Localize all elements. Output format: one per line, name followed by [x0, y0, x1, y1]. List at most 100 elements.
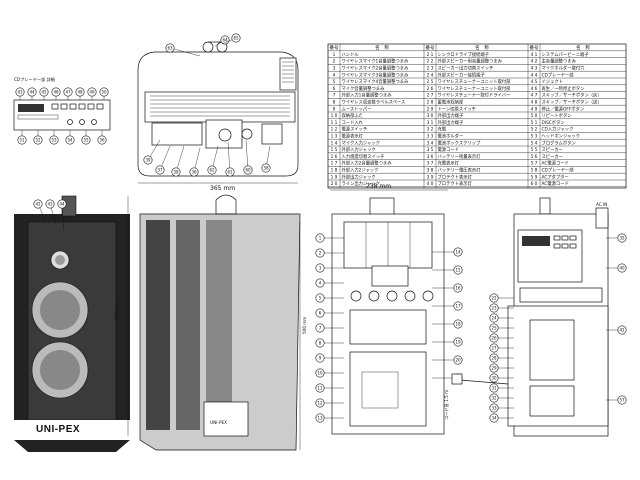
part-number: 1 7	[331, 161, 338, 167]
part-name: シンクロドライブ接続端子	[438, 51, 490, 58]
cd-detail-caption: CDプレーヤー部 詳細	[14, 76, 55, 83]
top-callout-58: 58	[261, 145, 271, 173]
top-callout-63: 63	[165, 43, 201, 57]
table-header-cell: 名 称	[475, 44, 489, 51]
part-number: 2 9	[427, 106, 434, 112]
part-number: 8	[333, 100, 336, 106]
svg-text:51: 51	[19, 138, 25, 143]
top-callout-39: 39	[143, 139, 161, 165]
part-number: 2 5	[427, 79, 434, 85]
brand-plate	[14, 420, 130, 440]
opened-handle	[539, 197, 551, 215]
part-number: 1 2	[331, 127, 338, 133]
part-name: ライン出力ジャック	[342, 180, 380, 187]
cd-callout-48: 48	[75, 87, 85, 100]
svg-text:33: 33	[491, 406, 497, 411]
open-callout-40: 40	[606, 263, 627, 273]
back-callout-14: 14	[432, 247, 463, 257]
dim-width: 365 mm	[210, 185, 235, 192]
part-number: 1 4	[331, 140, 338, 146]
svg-text:18: 18	[455, 322, 461, 327]
svg-text:63: 63	[167, 46, 173, 51]
part-name: AC電源コード	[542, 180, 569, 187]
svg-text:56: 56	[99, 138, 105, 143]
table-header-cell: 番号	[425, 44, 435, 51]
svg-text:49: 49	[89, 90, 95, 95]
back-control-panel	[349, 309, 427, 345]
part-name: 電池ボックスクリップ	[438, 139, 482, 146]
back-callout-12: 12	[315, 398, 344, 408]
back-callout-18: 18	[432, 319, 463, 329]
side-brand: UNI-PEX	[210, 420, 227, 425]
part-number: 3 1	[427, 120, 434, 126]
dim-depth: 238 mm	[366, 183, 391, 190]
back-callout-10: 10	[315, 368, 344, 378]
open-callout-25: 25	[489, 323, 514, 333]
open-callout-22: 22	[489, 293, 514, 303]
part-name: イジェクト	[542, 79, 563, 85]
back-callout-8: 8	[315, 338, 344, 348]
top-view-jack	[241, 128, 253, 140]
part-number: 4	[333, 72, 336, 78]
part-name: 収納部ふた	[342, 112, 363, 119]
svg-text:3: 3	[319, 266, 322, 271]
part-name: 外部出力端子	[438, 112, 464, 119]
svg-text:10: 10	[317, 371, 323, 376]
open-callout-23: 23	[489, 303, 514, 313]
top-view-outline	[137, 51, 299, 177]
part-name: バッテリー残量表示灯	[438, 153, 482, 160]
svg-text:8: 8	[319, 341, 322, 346]
svg-text:9: 9	[319, 356, 322, 361]
part-name: プロテクト表示灯	[438, 173, 473, 180]
part-name: 外部入力1音量調整つまみ	[342, 92, 393, 99]
part-number: 1 0	[331, 113, 338, 119]
open-callout-33: 33	[489, 403, 514, 413]
svg-text:42: 42	[35, 202, 41, 207]
top-view-ribs	[282, 61, 294, 83]
part-name: ヘッドホンジャック	[542, 134, 580, 140]
part-number: 6	[333, 86, 336, 92]
part-name: ワイヤレス周波数ラベルスペース	[342, 99, 406, 106]
part-name: 外部出力ジャック	[342, 173, 376, 180]
svg-text:48: 48	[77, 90, 83, 95]
front-callout-44: 44	[57, 199, 67, 231]
svg-text:24: 24	[491, 316, 497, 321]
svg-text:39: 39	[145, 158, 151, 163]
back-callout-7: 7	[315, 323, 344, 333]
part-number: 4 8	[531, 100, 538, 106]
cd-callout-56: 56	[97, 130, 107, 145]
svg-text:12: 12	[317, 401, 323, 406]
svg-text:27: 27	[491, 346, 497, 351]
part-number: 7	[333, 93, 336, 99]
table-header-cell: 名 称	[375, 44, 389, 51]
part-name: DISCボタン	[542, 119, 565, 126]
svg-text:60: 60	[245, 168, 251, 173]
svg-text:64: 64	[222, 38, 228, 43]
opened-cd-keys	[553, 235, 577, 249]
part-number: 4 4	[531, 72, 538, 78]
svg-text:61: 61	[227, 170, 233, 175]
svg-text:38: 38	[173, 170, 179, 175]
part-number: 4 1	[531, 52, 538, 58]
part-name: プログラムボタン	[542, 139, 576, 146]
part-name: ハンドル	[342, 53, 360, 58]
svg-text:20: 20	[455, 358, 461, 363]
part-number: 4 3	[531, 66, 538, 72]
back-callout-13: 13	[315, 413, 344, 423]
part-name: 再生／一時停止ボタン	[542, 85, 585, 92]
part-name: ワイヤレスマイク2音量調整つまみ	[342, 65, 410, 72]
